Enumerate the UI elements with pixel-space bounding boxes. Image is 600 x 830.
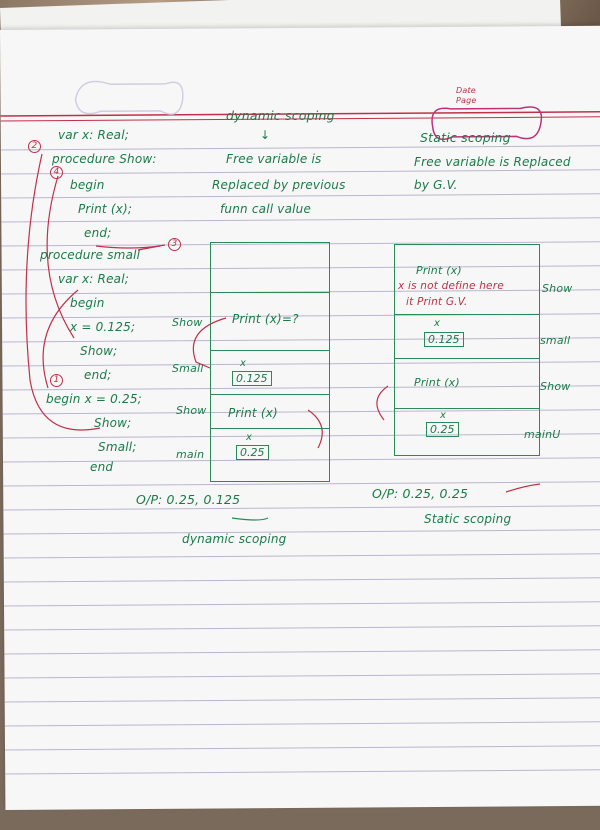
static-title: Static scoping [420,130,511,145]
code-line-5: end; [84,226,112,240]
static-desc-1: Free variable is Replaced [414,155,571,169]
dynamic-title: dynamic scoping [226,108,335,123]
code-line-6: procedure small [40,248,141,262]
dyn-small-label: Small [172,362,204,375]
code-line-9: x = 0.125; [70,320,136,334]
static-caption: Static scoping [424,512,512,526]
code-line-3: begin [70,178,105,192]
dyn-main-var: x [246,432,253,443]
sta-main-label: mainU [524,428,561,441]
sta-show-note-2: it Print G.V. [406,296,468,308]
sta-show-print: Print (x) [416,264,462,277]
dynamic-divider-2 [210,350,330,351]
static-output: O/P: 0.25, 0.25 [372,486,469,501]
sta-small-value: 0.125 [424,332,464,347]
sta-show2-print: Print (x) [414,376,460,389]
sta-main-value: 0.25 [426,422,459,437]
dynamic-divider-3 [210,394,330,395]
code-line-13: Show; [94,416,132,430]
static-desc-2: by G.V. [414,178,458,192]
marker-3: 3 [168,238,181,251]
code-line-10: Show; [80,344,118,358]
code-line-8: begin [70,296,105,310]
static-divider-3 [394,408,540,409]
dyn-show2-label: Show [176,404,207,417]
static-stack [394,244,540,456]
dyn-small-var: x [240,358,247,369]
dynamic-desc-1: Free variable is [226,152,322,166]
dyn-small-value: 0.125 [232,371,272,386]
dynamic-output: O/P: 0.25, 0.125 [136,492,241,507]
dyn-show2-print: Print (x) [228,406,278,420]
dynamic-arrow: ↓ [260,128,271,142]
static-divider-2 [394,358,540,359]
sta-show2-label: Show [540,380,571,393]
code-line-7: var x: Real; [58,272,130,286]
marker-4: 4 [50,166,63,179]
dynamic-desc-3: funn call value [220,202,312,216]
code-line-4: Print (x); [78,202,133,216]
code-line-1: var x: Real; [58,128,130,142]
static-divider-1 [394,314,540,315]
dynamic-stack [210,242,330,482]
annotation-arrows [25,153,541,521]
marker-2: 2 [28,140,41,153]
code-line-11: end; [84,368,112,382]
marker-1: 1 [50,374,63,387]
dyn-show-label: Show [172,316,203,329]
dynamic-divider-1 [210,292,330,293]
sta-main-var: x [440,410,447,421]
dynamic-desc-2: Replaced by previous [212,178,346,192]
dyn-main-value: 0.25 [236,445,269,460]
dynamic-caption: dynamic scoping [182,532,287,546]
date-label: Date [456,86,476,95]
code-line-12: begin x = 0.25; [46,392,142,406]
code-line-14: Small; [98,440,137,454]
code-line-2: procedure Show: [52,152,157,166]
dyn-show-print: Print (x)=? [232,312,299,326]
sta-show-note-1: x is not define here [398,280,504,292]
page-label: Page [456,96,477,105]
sta-show-label: Show [542,282,573,295]
dyn-main-label: main [176,448,205,461]
dynamic-divider-4 [210,428,330,429]
sta-small-var: x [434,318,441,329]
sta-small-label: small [540,334,571,347]
code-line-15: end [90,460,114,474]
